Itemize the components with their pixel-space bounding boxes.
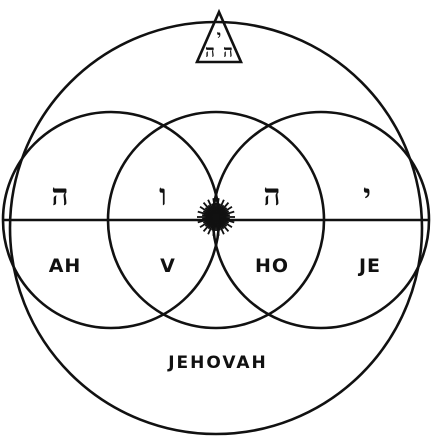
transliteration-center-right: HO (255, 255, 289, 277)
transliteration-left: AH (49, 255, 82, 277)
hebrew-letter-left: ה (51, 178, 68, 213)
triangle-letter-right: ה (223, 42, 233, 62)
radiant-star-icon (197, 198, 235, 236)
transliteration-right: JE (357, 255, 381, 277)
triangle-letter-left: ה (205, 42, 215, 62)
hebrew-letter-center-right: ה (263, 178, 280, 213)
triangle-letter-top: י (217, 27, 221, 47)
transliteration-center-left: V (160, 255, 176, 277)
hebrew-letter-center-left: ו (159, 178, 167, 213)
hebrew-letter-right: י (363, 178, 371, 213)
bottom-label: JEHOVAH (167, 353, 268, 373)
star-center (212, 213, 220, 221)
